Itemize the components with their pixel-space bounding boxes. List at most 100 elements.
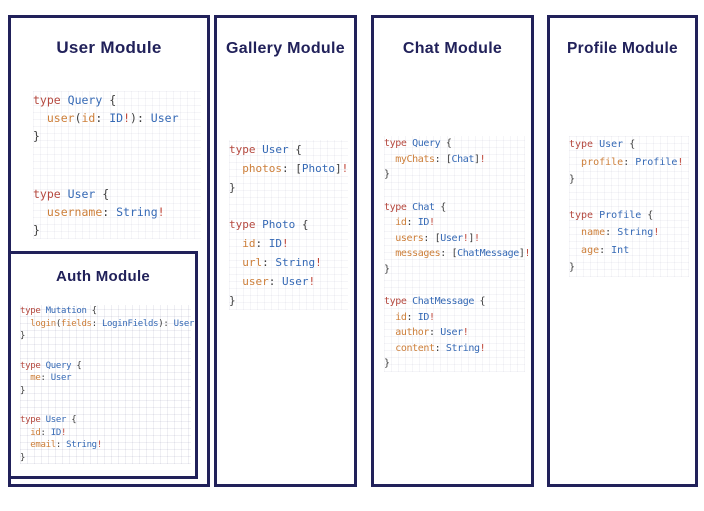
code-token: User [440,327,463,338]
code-token: ] [335,162,342,175]
code-token: type [384,138,407,149]
code-line: type Query { [384,136,525,152]
code-token: ID [268,237,282,250]
code-line: type User { [229,140,348,159]
code-token: } [33,129,40,143]
code-token: id [242,237,256,250]
code-token: Query [67,93,103,107]
code-line: users: [User!]! [384,231,525,247]
code-token: ID [417,311,430,323]
code-token: : [ [423,232,441,244]
code-token: ! [308,275,316,288]
code-token: url [242,256,263,269]
code-token: LoginFields [101,318,159,329]
gallery-module-code: type User { photos: [Photo]!}type Photo … [229,140,348,310]
code-statement: type Mutation { login(fields: LoginField… [20,305,194,343]
code-statement: type ChatMessage { id: ID! author: User!… [384,294,525,372]
panel-gallery-module: Gallery Module type User { photos: [Phot… [214,15,357,487]
code-token: { [641,209,654,221]
code-token: Photo [301,162,335,175]
user-module-code: type Query { user(id: ID!): User}type Us… [33,91,201,239]
code-token: { [434,201,446,213]
chat-module-code: type Query { myChats: [Chat]!}type Chat … [384,136,531,372]
profile-module-title: Profile Module [567,40,678,57]
code-token: : [ [440,248,458,259]
code-line: url: String! [229,253,348,272]
code-token [229,162,242,175]
code-token: ): [130,111,151,125]
code-line: id: ID! [20,427,191,440]
code-token: photos [242,162,282,175]
code-line: messages: [ChatMessage]! [384,246,530,262]
code-line: name: String! [569,224,689,242]
code-line: age: Int [569,242,689,260]
code-line: } [384,356,525,372]
code-token: : [255,237,269,250]
code-token [20,428,30,438]
code-line: content: String! [384,341,525,357]
chat-module-title: Chat Module [402,40,503,57]
code-line: id: ID! [384,215,525,231]
code-line: type Chat { [384,200,525,216]
code-token [229,237,242,250]
code-line: id: ID! [384,310,525,326]
code-statement: type Query { me: User} [20,360,191,398]
code-token [20,373,30,383]
code-token: } [569,262,576,273]
code-line: username: String! [33,203,201,221]
code-token: User [45,415,67,425]
code-token: ! [341,162,349,175]
code-token: author [395,327,429,338]
code-token: id [30,427,41,438]
code-token: ! [61,427,67,438]
code-line: } [33,127,201,145]
code-line: type Query { [20,360,191,373]
code-token: } [33,223,40,237]
code-token [384,312,395,323]
code-token: : [95,111,110,125]
code-token [569,245,581,256]
code-token: String [275,256,316,269]
code-token: : [406,217,418,228]
code-token: type [384,201,407,213]
code-token: : [102,205,117,219]
code-token: messages [395,248,441,259]
code-line: id: ID! [229,234,348,253]
code-line: } [569,171,689,189]
code-token: : [428,327,441,338]
code-token: ! [96,440,102,450]
code-token: : [55,440,67,450]
code-token: Chat [412,201,435,213]
code-line: } [229,291,348,310]
code-token: String [66,440,97,450]
code-token: ! [429,311,435,323]
code-line: profile: Profile! [569,154,689,172]
code-token: User [440,232,463,244]
code-token: id [395,217,407,228]
code-token: User [67,187,96,201]
code-token: type [384,296,407,307]
code-line: type User { [33,185,201,203]
code-token: ID [50,427,62,438]
code-token: type [229,143,256,156]
code-token: { [473,296,486,307]
code-token: ): [158,318,174,329]
code-token: ! [677,156,684,168]
panel-profile-module: Profile Module type User { profile: Prof… [547,15,698,487]
code-token: Photo [262,218,296,231]
code-line: } [384,167,525,183]
code-token: ] [473,153,480,165]
code-line: type User { [569,136,689,154]
code-line: author: User! [384,325,525,341]
code-token: ID [417,217,430,228]
code-statement: type Profile { name: String! age: Int} [569,207,689,277]
code-statement: type User { profile: Profile!} [569,136,689,189]
code-token: ! [653,227,660,238]
code-token [384,248,395,259]
code-token: { [295,218,309,231]
code-line: type Mutation { [20,305,191,318]
code-line: user(id: ID!): User [33,109,201,127]
code-line: type Photo { [229,215,348,234]
code-token: ! [462,327,469,338]
code-token: : [605,227,618,238]
